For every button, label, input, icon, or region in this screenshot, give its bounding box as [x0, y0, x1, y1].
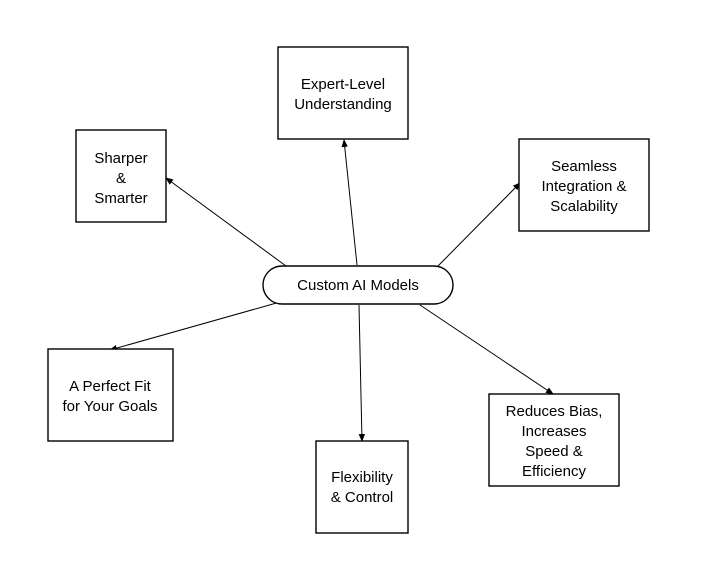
node-box [277, 46, 409, 140]
node-flexibility-control: Flexibility & Control [315, 440, 409, 534]
node-box [47, 348, 174, 442]
center-node-label: Custom AI Models [297, 277, 419, 294]
arrow-to-perfect-fit [109, 301, 281, 352]
node-sharper-smarter: Sharper & Smarter [75, 129, 167, 223]
node-box [75, 129, 167, 223]
node-label-line: Increases [521, 423, 586, 440]
node-label-line: Seamless [551, 158, 617, 175]
node-label-line: Efficiency [522, 463, 586, 480]
node-label-line: A Perfect Fit [69, 378, 152, 395]
node-label-line: Speed & [525, 443, 583, 460]
node-perfect-fit: A Perfect Fit for Your Goals [47, 348, 174, 442]
node-label-line: Flexibility [331, 469, 393, 486]
node-label-line: & Control [331, 489, 394, 506]
arrow-to-flexibility-control [358, 304, 366, 442]
node-label-line: Integration & [541, 178, 626, 195]
node-expert-level-understanding: Expert-Level Understanding [277, 46, 409, 140]
arrow-to-seamless-integration [437, 182, 521, 267]
node-box [488, 393, 620, 487]
arrow-to-expert-level-understanding [341, 139, 358, 266]
node-label-line: Smarter [94, 190, 147, 207]
node-label-line: Scalability [550, 198, 618, 215]
node-label-line: Reduces Bias, [506, 403, 603, 420]
node-box [315, 440, 409, 534]
center-node: Custom AI Models [262, 265, 454, 305]
node-reduces-bias: Reduces Bias, Increases Speed & Efficien… [488, 393, 620, 487]
node-label-line: & [116, 170, 126, 187]
arrow-to-sharper-smarter [165, 177, 287, 267]
node-box [518, 138, 650, 232]
node-seamless-integration-scalability: Seamless Integration & Scalability [518, 138, 650, 232]
node-label-line: Sharper [94, 150, 147, 167]
connectors [109, 139, 554, 442]
center-node-shape [262, 265, 454, 305]
node-label-line: Expert-Level [301, 76, 385, 93]
arrow-to-reduces-bias [419, 304, 554, 395]
node-label-line: for Your Goals [62, 398, 157, 415]
node-label-line: Understanding [294, 96, 392, 113]
